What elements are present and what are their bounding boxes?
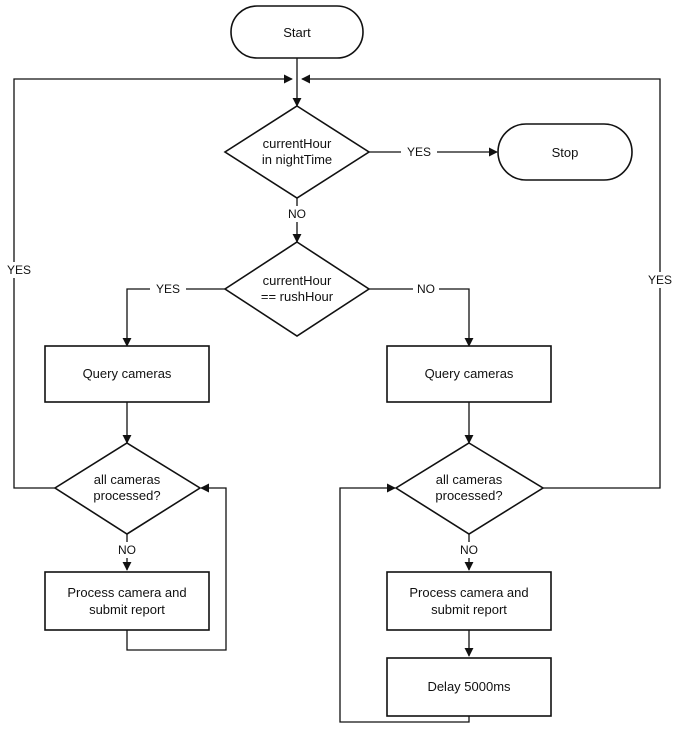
query-right-label: Query cameras	[425, 366, 514, 381]
query-left-label: Query cameras	[83, 366, 172, 381]
edge-rush-no	[369, 288, 474, 347]
night-check-line1: currentHour	[263, 136, 332, 151]
label-rush-yes: YES	[156, 282, 180, 296]
stop-terminal: Stop	[497, 123, 633, 181]
process-left-line1: Process camera and	[67, 585, 186, 600]
process-right-line2: submit report	[431, 602, 507, 617]
start-terminal: Start	[230, 5, 364, 59]
query-cameras-right: Query cameras	[386, 345, 552, 403]
night-time-decision: currentHour in nightTime	[223, 105, 371, 199]
delay-label: Delay 5000ms	[427, 679, 511, 694]
edge-process-left-loop	[126, 483, 227, 651]
label-all-left-yes: YES	[7, 263, 31, 277]
night-check-line2: in nightTime	[262, 152, 332, 167]
all-right-line1: all cameras	[436, 472, 503, 487]
rush-hour-decision: currentHour == rushHour	[223, 241, 371, 337]
start-label: Start	[283, 25, 311, 40]
all-processed-left-decision: all cameras processed?	[53, 442, 202, 535]
process-camera-right: Process camera and submit report	[386, 571, 552, 631]
process-left-line2: submit report	[89, 602, 165, 617]
query-cameras-left: Query cameras	[44, 345, 210, 403]
edge-delay-loop	[339, 483, 470, 723]
process-camera-left: Process camera and submit report	[44, 571, 210, 631]
label-night-yes: YES	[407, 145, 431, 159]
process-right-line1: Process camera and	[409, 585, 528, 600]
all-left-line2: processed?	[93, 488, 160, 503]
delay-box: Delay 5000ms	[386, 657, 552, 717]
all-left-line1: all cameras	[94, 472, 161, 487]
stop-label: Stop	[552, 145, 579, 160]
rush-check-line1: currentHour	[263, 273, 332, 288]
all-right-line2: processed?	[435, 488, 502, 503]
rush-check-line2: == rushHour	[261, 289, 334, 304]
edge-all-left-yes	[13, 74, 293, 489]
label-night-no: NO	[288, 207, 306, 221]
edge-rush-yes	[122, 288, 225, 347]
label-rush-no: NO	[417, 282, 435, 296]
label-all-right-no: NO	[460, 543, 478, 557]
label-all-left-no: NO	[118, 543, 136, 557]
all-processed-right-decision: all cameras processed?	[394, 442, 545, 535]
label-all-right-yes: YES	[648, 273, 672, 287]
